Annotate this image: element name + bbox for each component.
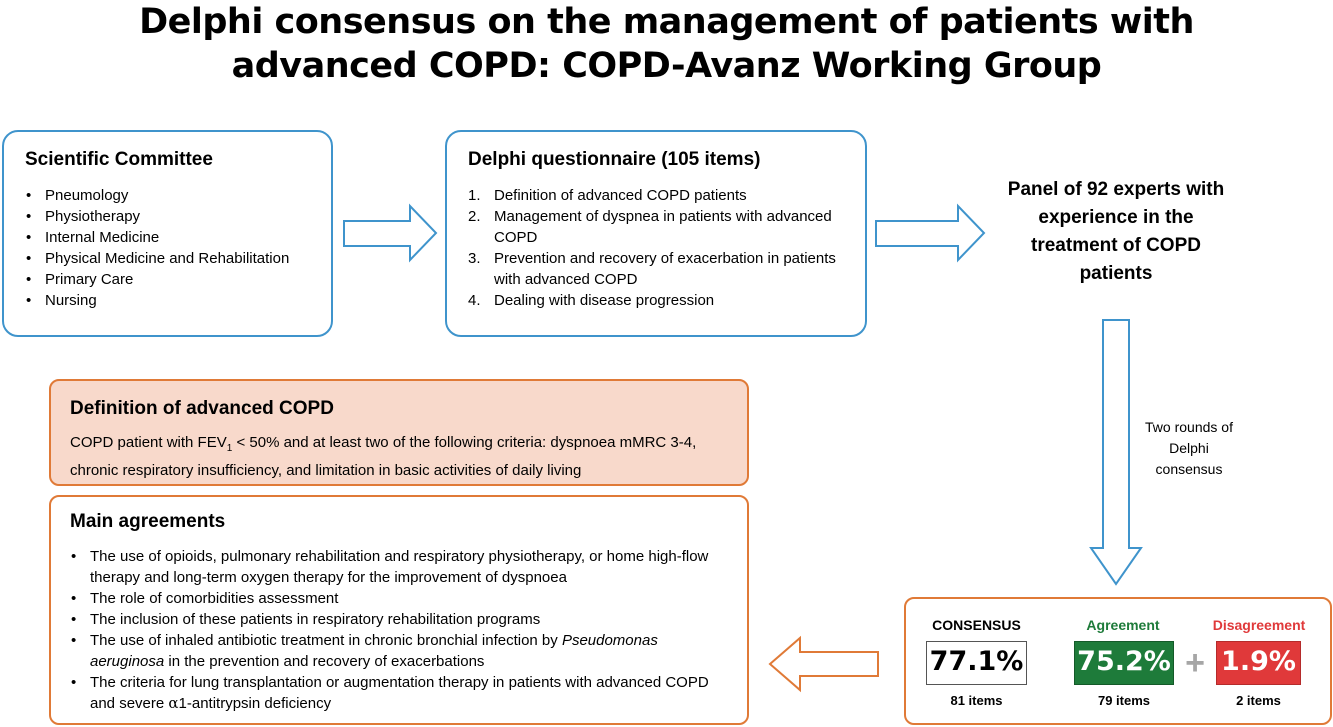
definition-text-part: < 50% and at least two of the following … [70, 434, 697, 479]
item-text: Prevention and recovery of exacerbation … [494, 250, 836, 288]
consensus-items: 81 items [950, 693, 1003, 708]
definition-heading: Definition of advanced COPD [70, 398, 334, 419]
list-item: The use of inhaled antibiotic treatment … [70, 630, 735, 672]
list-item: 4. Dealing with disease progression [468, 290, 845, 311]
item-text: Dealing with disease progression [494, 292, 715, 309]
arrow-right-2 [875, 203, 986, 263]
agreement-text-part: The criteria for lung transplantation or… [90, 674, 709, 712]
agreement-items: 79 items [1097, 693, 1151, 708]
main-agreements-heading: Main agreements [70, 511, 226, 532]
item-text: Management of dyspnea in patients with a… [494, 208, 832, 246]
page-title: Delphi consensus on the management of pa… [0, 0, 1333, 88]
title-line-1: Delphi consensus on the management of pa… [139, 2, 1194, 42]
scientific-committee-list: Pneumology Physiotherapy Internal Medici… [25, 185, 331, 311]
list-item: Primary Care [25, 269, 331, 290]
definition-box: Definition of advanced COPD COPD patient… [49, 379, 749, 486]
list-item: Physiotherapy [25, 206, 331, 227]
scientific-committee-heading: Scientific Committee [25, 149, 213, 170]
list-item: The inclusion of these patients in respi… [70, 609, 735, 630]
list-item: Physical Medicine and Rehabilitation [25, 248, 331, 269]
item-number: 3. [468, 250, 481, 267]
item-number: 1. [468, 187, 481, 204]
list-item: 3. Prevention and recovery of exacerbatio… [468, 248, 845, 290]
list-item: Internal Medicine [25, 227, 331, 248]
list-item: Pneumology [25, 185, 331, 206]
disagreement-value-box: 1.9% [1216, 641, 1301, 685]
fev-subscript: 1 [226, 443, 233, 454]
item-text: Definition of advanced COPD patients [494, 187, 747, 204]
disagreement-label: Disagreement [1212, 617, 1306, 633]
list-item: 1. Definition of advanced COPD patients [468, 185, 845, 206]
agreements-list: The use of opioids, pulmonary rehabilita… [70, 546, 735, 714]
agreement-text-part: The use of inhaled antibiotic treatment … [90, 632, 562, 649]
questionnaire-box: Delphi questionnaire (105 items) 1. Defin… [445, 130, 867, 337]
agreement-text-part: in the prevention and recovery of exacer… [164, 653, 485, 670]
item-number: 2. [468, 208, 481, 225]
questionnaire-heading: Delphi questionnaire (105 items) [468, 149, 761, 170]
list-item: Nursing [25, 290, 331, 311]
questionnaire-list: 1. Definition of advanced COPD patients 2… [468, 185, 845, 311]
arrow-left [768, 635, 879, 693]
agreement-text-part: 1-antitrypsin deficiency [178, 695, 332, 712]
arrow-down [1089, 319, 1143, 586]
definition-text-part: COPD patient with FEV [70, 434, 227, 451]
expert-panel-text: Panel of 92 experts with experience in t… [1007, 179, 1225, 284]
list-item: The role of comorbidities assessment [70, 588, 735, 609]
scientific-committee-box: Scientific Committee Pneumology Physioth… [2, 130, 333, 337]
item-number: 4. [468, 292, 481, 309]
consensus-value-box: 77.1% [926, 641, 1027, 685]
agreement-label: Agreement [1086, 617, 1160, 633]
list-item: 2. Management of dyspnea in patients with… [468, 206, 845, 248]
delphi-rounds-text: Two rounds of Delphi consensus [1145, 419, 1233, 477]
disagreement-items: 2 items [1236, 693, 1281, 708]
alpha-symbol: α [168, 694, 179, 712]
agreement-value-box: 75.2% [1074, 641, 1174, 685]
arrow-right-1 [343, 203, 438, 263]
title-line-2: advanced COPD: COPD-Avanz Working Group [231, 46, 1102, 86]
plus-sign: + [1185, 644, 1205, 682]
consensus-label: CONSENSUS [932, 617, 1021, 633]
definition-text: COPD patient with FEV1 < 50% and at leas… [70, 432, 735, 482]
pseudomonas-italic: Pseudomonas aeruginosa [90, 632, 658, 670]
list-item: The criteria for lung transplantation or… [70, 672, 735, 714]
main-agreements-box: Main agreements The use of opioids, pulm… [49, 495, 749, 725]
list-item: The use of opioids, pulmonary rehabilita… [70, 546, 735, 588]
